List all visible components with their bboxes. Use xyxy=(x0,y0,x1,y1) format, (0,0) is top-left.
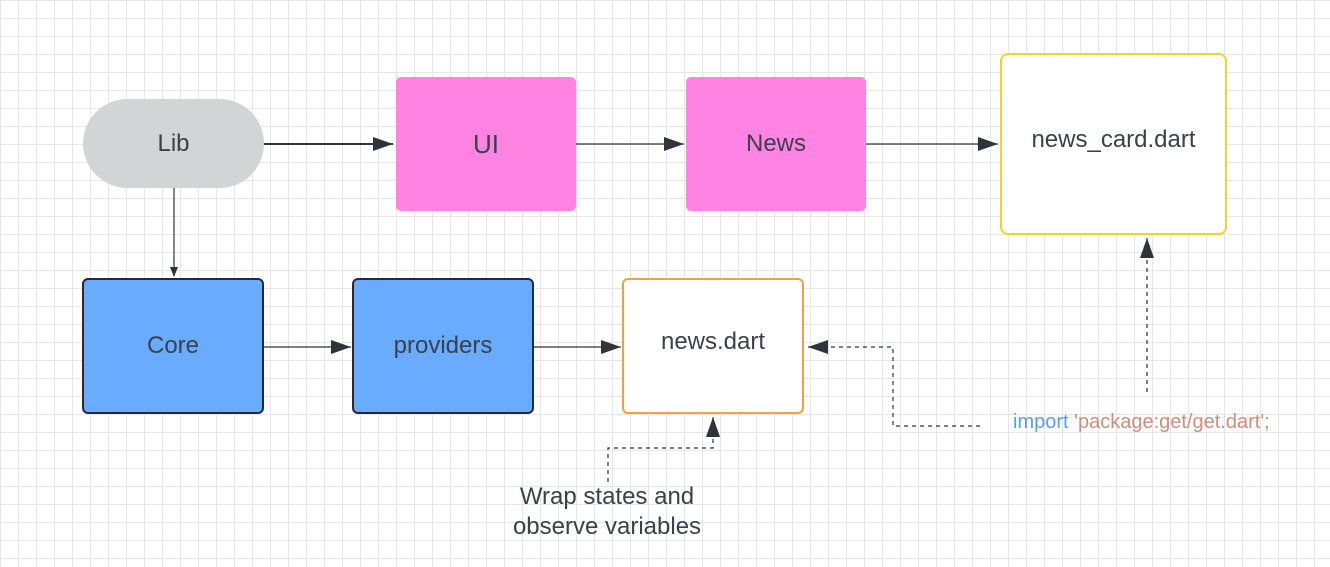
node-providers-label: providers xyxy=(393,332,493,359)
import-semicolon: ; xyxy=(1264,411,1270,433)
annotation-import-code: import 'package:get/get.dart'; xyxy=(1013,411,1270,434)
node-core-label: Core xyxy=(146,332,200,359)
node-news[interactable]: News xyxy=(686,77,866,211)
node-news-card-label: news_card.dart xyxy=(1031,126,1196,153)
import-string: 'package:get/get.dart' xyxy=(1074,411,1265,433)
node-ui-label: UI xyxy=(473,128,499,159)
node-core[interactable]: Core xyxy=(82,278,264,414)
annotation-wrap-states-text: Wrap states and observe variables xyxy=(512,483,702,540)
node-lib-label: Lib xyxy=(157,129,190,157)
node-ui[interactable]: UI xyxy=(396,77,576,211)
dashed-edge-wrap-to-newsdart xyxy=(607,417,720,482)
node-news-dart[interactable]: news.dart xyxy=(622,278,804,414)
node-providers[interactable]: providers xyxy=(352,278,534,414)
node-lib[interactable]: Lib xyxy=(83,99,264,188)
import-keyword: import xyxy=(1013,411,1069,433)
node-news-card[interactable]: news_card.dart xyxy=(1000,53,1227,235)
node-news-dart-label: news.dart xyxy=(660,328,766,355)
annotation-wrap-states: Wrap states and observe variables xyxy=(500,482,714,542)
node-news-label: News xyxy=(745,130,806,157)
dashed-edge-import-to-newsdart xyxy=(808,340,980,427)
